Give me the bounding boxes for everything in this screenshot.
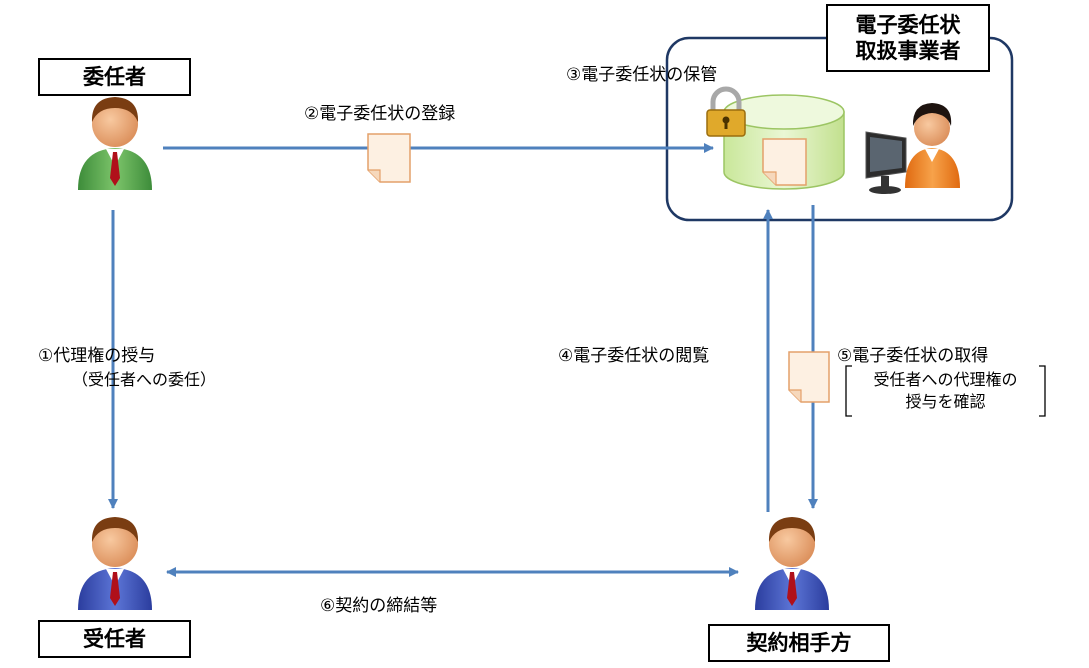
counterparty-label: 契約相手方 [708,624,890,662]
stored-document-icon [762,138,807,186]
step2-label: ②電子委任状の登録 [304,104,456,124]
provider-label: 電子委任状 取扱事業者 [826,4,990,72]
agent-person-icon [78,517,152,610]
provider-label-line1: 電子委任状 [855,12,961,37]
lock-icon [706,86,746,137]
step1-label: ①代理権の授与 [38,346,156,366]
principal-person-icon [78,97,152,190]
step5-note: 受任者への代理権の 授与を確認 [852,369,1039,414]
step5-note-line1: 受任者への代理権の [873,370,1018,389]
operator-icon [865,103,960,194]
document-icon [367,133,411,183]
step4-label: ④電子委任状の閲覧 [558,346,710,366]
step5-note-line2: 授与を確認 [905,392,986,412]
obtained-document-icon [788,351,830,403]
provider-label-line2: 取扱事業者 [855,39,961,63]
step3-label: ③電子委任状の保管 [566,65,718,85]
principal-label: 委任者 [38,58,191,96]
counterparty-person-icon [755,517,829,610]
step1-note: （受任者への委任） [72,370,217,389]
step6-label: ⑥契約の締結等 [320,596,438,616]
step5-label: ⑤電子委任状の取得 [837,346,989,366]
agent-label: 受任者 [38,620,191,658]
note-bracket [845,365,1046,417]
